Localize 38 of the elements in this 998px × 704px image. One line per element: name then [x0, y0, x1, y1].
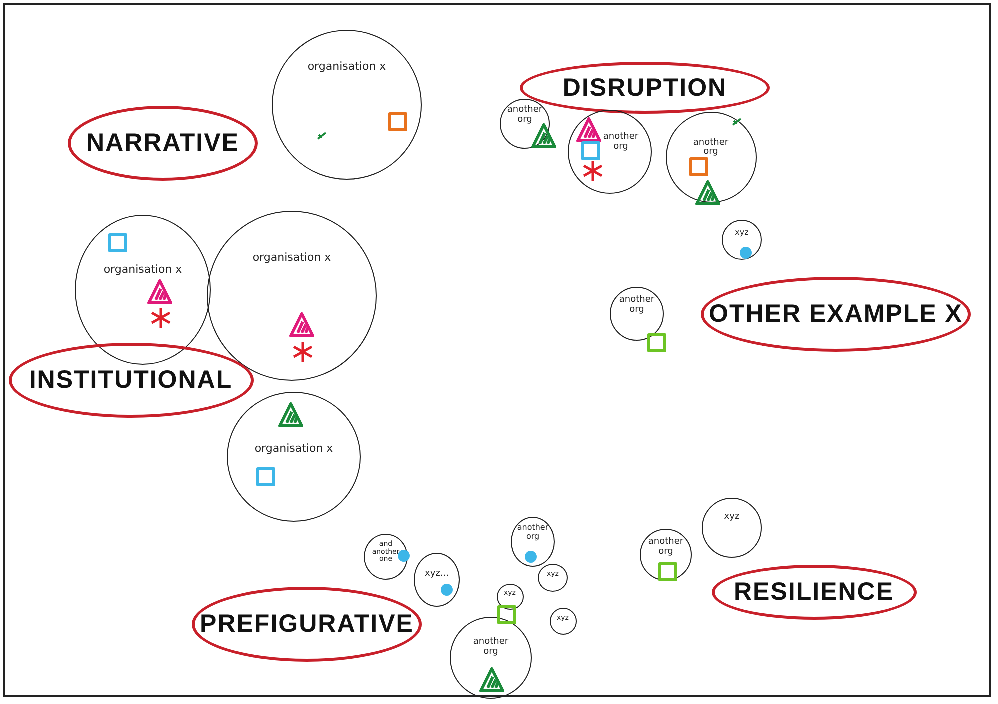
organisation-name: another org: [517, 524, 549, 542]
organisation-name: another org: [506, 106, 544, 126]
organisation-circle: [640, 529, 692, 581]
organisation-circle: [272, 30, 422, 180]
category-label: RESILIENCE: [734, 578, 894, 606]
organisation-circle: [227, 392, 361, 522]
organisation-name: another org: [472, 638, 510, 658]
category-label: OTHER EXAMPLE X: [709, 300, 963, 328]
organisation-circle: [568, 110, 652, 194]
organisation-name: xyz: [735, 229, 749, 238]
organisation-name: organisation x: [254, 443, 334, 456]
organisation-circle: [666, 112, 756, 202]
organisation-circle: [496, 584, 524, 610]
organisation-circle: [550, 608, 576, 634]
organisation-name: organisation x: [104, 264, 182, 276]
category-label: INSTITUTIONAL: [29, 366, 233, 394]
category-ellipse: [712, 564, 916, 620]
organisation-name: another org: [647, 538, 685, 558]
organisation-name: another org: [618, 296, 656, 316]
organisation-circle: [450, 617, 532, 699]
organisation-circle: [538, 564, 568, 592]
category-ellipse: [192, 586, 422, 662]
organisation-circle: [75, 215, 211, 365]
organisation-name: another org: [692, 138, 730, 158]
organisation-name: organisation x: [252, 252, 332, 264]
category-label: DISRUPTION: [562, 74, 728, 102]
organisation-name: xyz...: [425, 570, 449, 580]
organisation-name: another org: [602, 133, 640, 153]
organisation-circle: [610, 287, 664, 341]
category-label: PREFIGURATIVE: [200, 610, 414, 638]
organisation-name: xyz: [724, 513, 740, 523]
category-ellipse: [8, 342, 254, 418]
category-label: NARRATIVE: [86, 128, 240, 158]
category-ellipse: [701, 276, 971, 352]
organisation-circle: [702, 498, 762, 558]
category-ellipse: [68, 106, 258, 180]
organisation-name: organisation x: [308, 61, 386, 74]
organisation-circle: [500, 99, 550, 149]
